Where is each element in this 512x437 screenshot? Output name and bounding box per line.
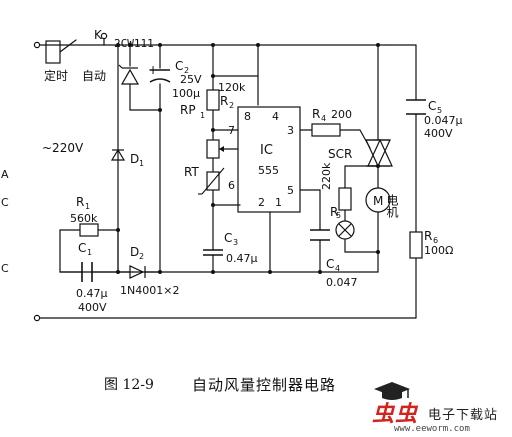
pin-3: 3 (287, 124, 294, 137)
diode-d1 (110, 148, 126, 161)
label-ac: ~220V (42, 141, 84, 155)
label-k: K (94, 28, 103, 42)
figure-number: 图 12-9 (104, 377, 154, 393)
potentiometer-rp1 (206, 139, 220, 159)
label-c3-cap: 0.47μ (226, 252, 258, 265)
label-r6: R (424, 229, 432, 243)
label-motor-name: 电机 (385, 194, 399, 218)
label-c3-sub: 3 (233, 238, 238, 247)
label-c5-volt: 400V (424, 127, 453, 140)
pin-8: 8 (244, 110, 251, 123)
zener-diode (118, 64, 140, 85)
label-rt: RT (184, 165, 199, 179)
label-r5-val: 220k (320, 162, 333, 190)
diode-d2 (129, 265, 146, 279)
label-c5: C (428, 99, 436, 113)
label-c4-cap: 0.047 (326, 276, 358, 289)
label-plus: + (148, 63, 158, 77)
label-c2-cap: 100μ (172, 87, 200, 100)
label-ic: IC (260, 143, 273, 158)
label-r120k: 120k (218, 81, 246, 94)
ic-555-body (237, 106, 301, 213)
label-c1-sub: 1 (87, 248, 92, 257)
label-c1-volt: 400V (78, 301, 107, 314)
label-r5-sub: 5 (336, 211, 341, 220)
label-c2-volt: 25V (180, 73, 202, 86)
label-motor: M (373, 194, 383, 208)
terminal-bottom (33, 314, 41, 322)
capacitor-c3 (203, 249, 223, 256)
pin-1: 1 (275, 196, 282, 209)
label-zener: 2CW111 (114, 37, 154, 50)
resistor-r6 (409, 231, 423, 259)
label-r1-sub: 1 (85, 202, 90, 211)
label-rp1: RP (180, 103, 196, 117)
label-diode-part: 1N4001×2 (120, 284, 179, 297)
capacitor-c4 (310, 229, 330, 241)
label-auto: 自动 (82, 69, 106, 83)
label-r1-val: 560k (70, 212, 98, 225)
scr-triac (365, 138, 393, 168)
label-c5-sub: 5 (437, 106, 442, 115)
label-r6-sub: 6 (433, 236, 438, 245)
terminal-top (33, 41, 41, 49)
side-char-0: A (1, 168, 9, 181)
terminal-k (100, 32, 108, 40)
label-d2: D (130, 245, 139, 259)
resistor-r5 (338, 187, 352, 211)
figure-title: 自动风量控制器电路 (192, 376, 337, 394)
side-char-2: C (1, 262, 9, 275)
watermark-site: 电子下载站 (428, 408, 499, 423)
label-r5: R (330, 205, 338, 219)
pin-2: 2 (258, 196, 265, 209)
label-555: 555 (258, 164, 279, 177)
pin-7: 7 (228, 124, 235, 137)
side-char-1: C (1, 196, 9, 209)
motor (365, 187, 391, 213)
label-rp1-sub: 1 (200, 111, 205, 120)
resistor-r2 (206, 89, 220, 111)
watermark-logo: 虫虫 (372, 402, 419, 427)
capacitor-c1 (81, 262, 93, 282)
label-timer: 定时 (44, 68, 68, 83)
pin-5: 5 (287, 184, 294, 197)
watermark-url: www.eeworm.com (394, 424, 470, 434)
neon-lamp (335, 220, 355, 240)
label-c4-sub: 4 (335, 264, 340, 273)
resistor-r1 (79, 223, 99, 237)
label-r6-val: 100Ω (424, 244, 453, 257)
label-r1: R (76, 195, 84, 209)
label-r4-val: 200 (331, 108, 352, 121)
timer-switch (45, 40, 61, 64)
label-c3: C (224, 231, 232, 245)
capacitor-c2 (149, 69, 171, 83)
label-c5-cap: 0.047μ (424, 114, 463, 127)
pin-6: 6 (228, 179, 235, 192)
capacitor-c5 (406, 99, 426, 115)
resistor-r4 (311, 123, 341, 137)
graduation-cap-icon (374, 382, 410, 400)
watermark: 虫虫 电子下载站 www.eeworm.com (362, 380, 512, 437)
label-d1-sub: 1 (139, 159, 144, 168)
label-c1-cap: 0.47μ (76, 287, 108, 300)
label-d2-sub: 2 (139, 252, 144, 261)
label-r4: R (312, 107, 320, 121)
label-c4: C (326, 257, 334, 271)
label-d1: D (130, 152, 139, 166)
label-scr: SCR (328, 147, 352, 161)
label-r4-sub: 4 (321, 114, 326, 123)
label-r2-sub: 2 (229, 101, 234, 110)
label-c1: C (78, 241, 86, 255)
label-c2: C (175, 59, 183, 73)
label-c2-sub: 2 (184, 66, 189, 75)
label-r2: R (220, 94, 228, 108)
pin-4: 4 (272, 110, 279, 123)
